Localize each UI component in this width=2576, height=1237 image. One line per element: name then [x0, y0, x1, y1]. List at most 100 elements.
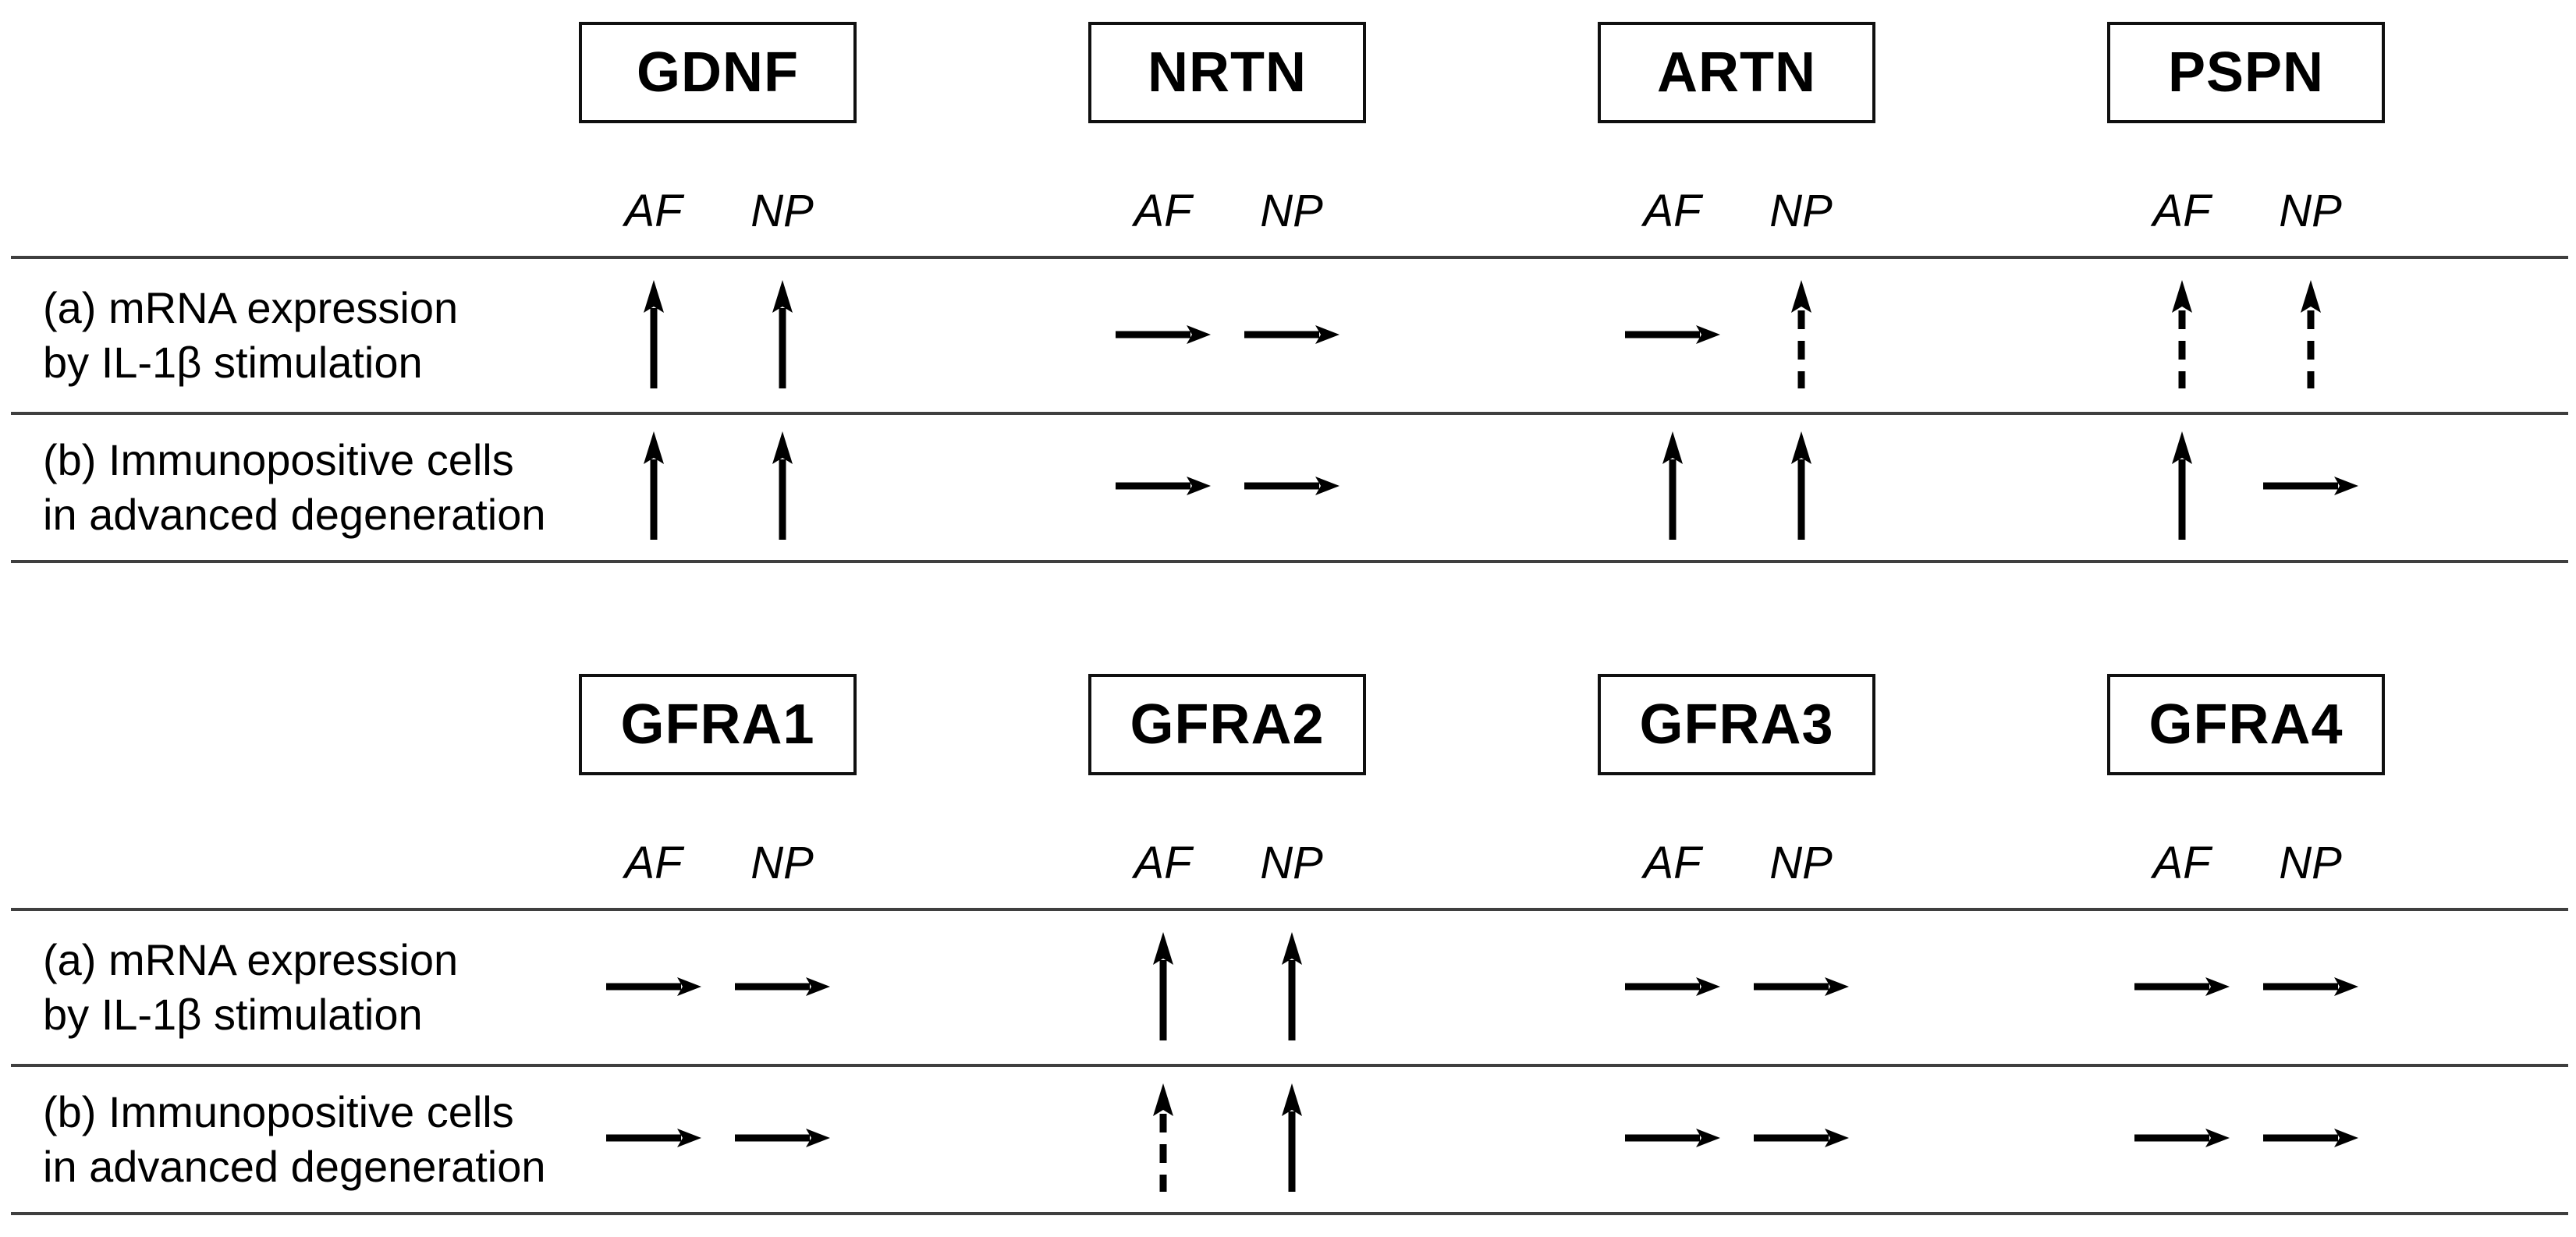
up-arrow-icon — [769, 279, 796, 390]
immunopositive-cells — [2117, 1064, 2375, 1212]
np-column-header: NP — [1260, 186, 1323, 236]
mrna-expression-cells — [1608, 909, 1865, 1064]
af-cell — [589, 909, 718, 1064]
right-arrow-icon — [1114, 323, 1212, 346]
af-cell — [1608, 257, 1737, 412]
af-cell — [589, 1064, 718, 1212]
gene-name-label: PSPN — [2167, 41, 2325, 104]
table-divider-line — [11, 1064, 2568, 1067]
right-arrow-icon — [1623, 975, 1722, 998]
up-arrow-icon — [1788, 431, 1815, 541]
np-cell — [1737, 1064, 1865, 1212]
gene-name-label: ARTN — [1657, 41, 1816, 104]
np-column-header: NP — [2279, 838, 2342, 888]
mrna-expression-cells — [2117, 909, 2375, 1064]
af-column-header: AF — [624, 186, 683, 236]
immunopositive-cells — [1098, 1064, 1356, 1212]
gene-box: GFRA2 — [1088, 674, 1366, 775]
tissue-header-row: AF NP — [589, 777, 846, 908]
af-column-header: AF — [2152, 186, 2211, 236]
up-arrow-icon — [640, 279, 667, 390]
right-arrow-icon — [2262, 474, 2360, 498]
right-arrow-icon — [2133, 975, 2231, 998]
gene-box: GDNF — [579, 22, 857, 123]
np-cell — [2246, 909, 2375, 1064]
np-cell — [1737, 257, 1865, 412]
right-arrow-icon — [1752, 1126, 1850, 1150]
up-arrow-icon — [1150, 931, 1176, 1042]
row-label-line: in advanced degeneration — [43, 490, 546, 539]
immunopositive-cells — [589, 412, 846, 560]
immunopositive-cells — [1608, 1064, 1865, 1212]
up-dashed-arrow-icon — [2297, 279, 2324, 390]
right-arrow-icon — [1623, 323, 1722, 346]
af-cell — [1608, 412, 1737, 560]
gene-box: GFRA1 — [579, 674, 857, 775]
af-cell — [1098, 257, 1227, 412]
tissue-header-row: AF NP — [1098, 125, 1356, 256]
mrna-expression-cells — [589, 257, 846, 412]
row-label-immunopositive-cells: (b) Immunopositive cells in advanced deg… — [43, 1067, 573, 1212]
np-cell — [718, 257, 846, 412]
np-cell — [2246, 412, 2375, 560]
np-cell — [2246, 1064, 2375, 1212]
af-cell — [1608, 1064, 1737, 1212]
af-column-header: AF — [1134, 838, 1192, 888]
gene-column-gdnf: GDNF AF NP — [579, 0, 857, 565]
right-arrow-icon — [1623, 1126, 1722, 1150]
gene-name-label: GDNF — [637, 41, 799, 104]
immunopositive-cells — [589, 1064, 846, 1212]
af-column-header: AF — [1134, 186, 1192, 236]
np-column-header: NP — [1769, 838, 1833, 888]
row-label-mrna-expression: (a) mRNA expression by IL-1β stimulation — [43, 259, 573, 412]
gene-name-label: GFRA1 — [620, 693, 815, 756]
af-cell — [1098, 412, 1227, 560]
af-cell — [2117, 412, 2246, 560]
gene-box: GFRA3 — [1598, 674, 1875, 775]
right-arrow-icon — [2262, 1126, 2360, 1150]
af-cell — [589, 412, 718, 560]
row-label-line: in advanced degeneration — [43, 1142, 546, 1191]
np-column-header: NP — [750, 838, 814, 888]
np-column-header: NP — [1769, 186, 1833, 236]
right-arrow-icon — [2262, 975, 2360, 998]
np-cell — [718, 1064, 846, 1212]
table-divider-line — [11, 256, 2568, 259]
np-cell — [1227, 1064, 1356, 1212]
up-arrow-icon — [2169, 431, 2195, 541]
right-arrow-icon — [1752, 975, 1850, 998]
tissue-header-row: AF NP — [589, 125, 846, 256]
mrna-expression-cells — [1098, 257, 1356, 412]
immunopositive-cells — [2117, 412, 2375, 560]
row-label-immunopositive-cells: (b) Immunopositive cells in advanced deg… — [43, 415, 573, 560]
gene-name-label: GFRA4 — [2148, 693, 2344, 756]
up-arrow-icon — [640, 431, 667, 541]
mrna-expression-cells — [2117, 257, 2375, 412]
af-column-header: AF — [624, 838, 683, 888]
gene-name-label: GFRA3 — [1639, 693, 1834, 756]
np-cell — [2246, 257, 2375, 412]
np-cell — [1227, 909, 1356, 1064]
table-divider-line — [11, 1212, 2568, 1215]
np-column-header: NP — [750, 186, 814, 236]
up-dashed-arrow-icon — [2169, 279, 2195, 390]
table-divider-line — [11, 560, 2568, 563]
af-column-header: AF — [2152, 838, 2211, 888]
np-cell — [1737, 909, 1865, 1064]
table-divider-line — [11, 412, 2568, 415]
mrna-expression-cells — [1608, 257, 1865, 412]
up-dashed-arrow-icon — [1788, 279, 1815, 390]
mrna-expression-cells — [1098, 909, 1356, 1064]
gene-box: PSPN — [2107, 22, 2385, 123]
af-cell — [1608, 909, 1737, 1064]
up-arrow-icon — [1659, 431, 1686, 541]
up-arrow-icon — [1279, 1083, 1305, 1193]
right-arrow-icon — [1114, 474, 1212, 498]
